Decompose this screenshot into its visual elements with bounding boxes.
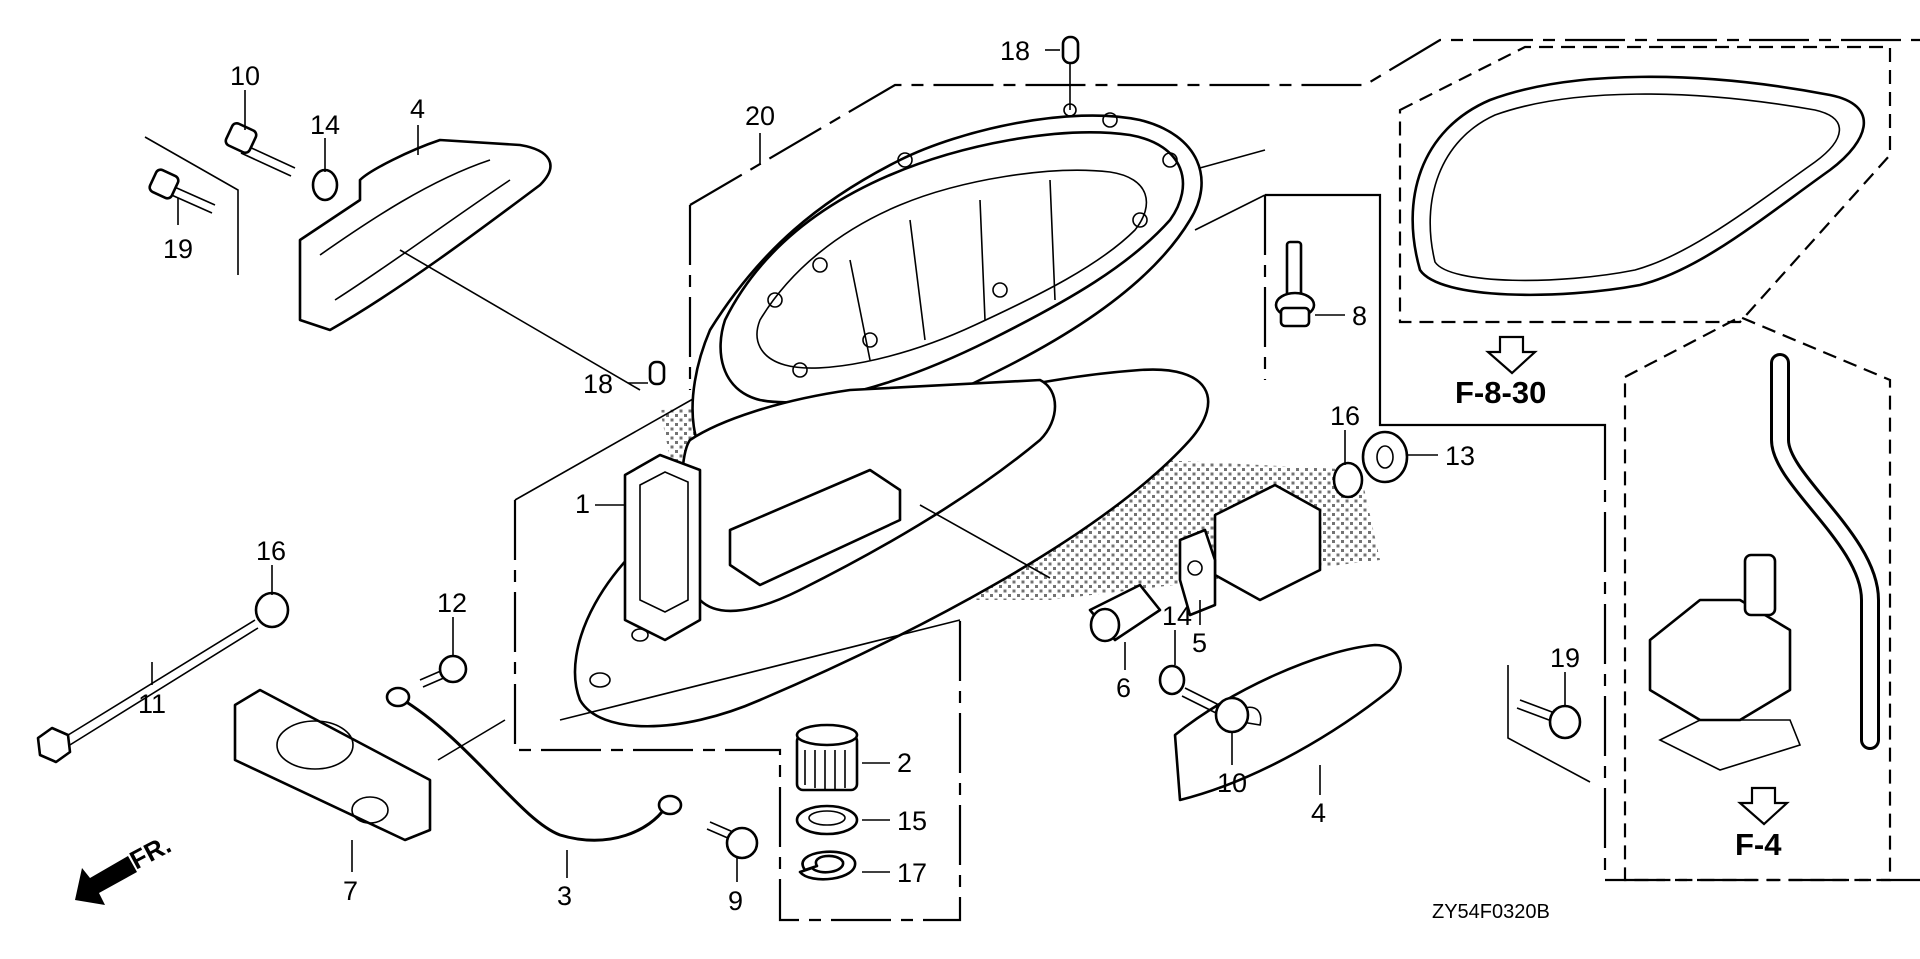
callout-16-left[interactable]: 16 [256, 536, 286, 566]
main-group-outline [689, 38, 1920, 206]
callout-9[interactable]: 9 [728, 886, 743, 916]
bushing-end [1089, 607, 1121, 643]
dowel-18-lower [648, 360, 666, 386]
callout-2[interactable]: 2 [897, 748, 912, 778]
reference-label-f-4[interactable]: F-4 [1735, 827, 1782, 862]
case-right-lines [1194, 194, 1266, 231]
callout-16-right[interactable]: 16 [1330, 401, 1360, 431]
mount-bracket-hole [351, 796, 389, 824]
bolt-11 [36, 619, 259, 764]
needle-bearing [795, 723, 859, 792]
group-boundaries [144, 38, 1920, 922]
rubber-mount-hole [1187, 560, 1203, 576]
side-cover-ribs [319, 159, 511, 301]
side-cover-right [1173, 643, 1402, 802]
washer-14-upper [311, 168, 339, 202]
callout-11[interactable]: 11 [138, 689, 166, 719]
mount-bracket [233, 688, 432, 842]
water-pump-outlet [1743, 553, 1777, 617]
callout-3[interactable]: 3 [557, 881, 572, 911]
callout-4-upper[interactable]: 4 [410, 94, 425, 124]
bolt-10-upper [224, 121, 296, 177]
leader-lines [151, 49, 1566, 882]
reference-label-f-8-30[interactable]: F-8-30 [1455, 375, 1546, 410]
arrow-front-icon [75, 856, 137, 905]
bolt-9 [706, 821, 759, 860]
callouts: 1 2 3 4 4 5 6 7 8 9 10 10 11 12 13 14 14… [138, 36, 1580, 916]
callout-17[interactable]: 17 [897, 858, 927, 888]
callout-8[interactable]: 8 [1352, 301, 1367, 331]
callout-10-upper[interactable]: 10 [230, 61, 260, 91]
oil-seal [795, 804, 859, 836]
bracket-8-outline [1265, 193, 1600, 427]
hardware [36, 35, 1582, 881]
callout-20[interactable]: 20 [745, 101, 775, 131]
dowel-18-upper [1061, 35, 1080, 65]
extension-case [573, 103, 1210, 728]
circlip [798, 850, 857, 881]
cross-member [728, 468, 902, 587]
ground-cable [385, 686, 683, 842]
callout-6[interactable]: 6 [1116, 673, 1131, 703]
side-cover-upper [298, 138, 552, 332]
bushing [1088, 583, 1162, 643]
water-pump-gasket [1658, 719, 1802, 771]
callout-15[interactable]: 15 [897, 806, 927, 836]
bolt-19-upper [148, 168, 216, 214]
callout-1[interactable]: 1 [575, 489, 590, 519]
plate-hole [631, 628, 649, 642]
side-cover-left [298, 138, 552, 332]
callout-19-lower[interactable]: 19 [1550, 643, 1580, 673]
mount-bracket-body [233, 688, 432, 842]
callout-18-lower[interactable]: 18 [583, 369, 613, 399]
bolt-8 [1274, 240, 1316, 328]
mount-bracket-bore [276, 720, 354, 770]
callout-12[interactable]: 12 [437, 588, 467, 618]
nut-13 [1361, 430, 1409, 484]
water-passage-frame [623, 453, 702, 642]
bolt-19b-bracket [1507, 665, 1591, 783]
washer-16-right [1332, 461, 1364, 499]
front-direction-indicator: FR. [75, 829, 176, 905]
callout-19-upper[interactable]: 19 [163, 234, 193, 264]
reference-box-f-4: F-4 [1623, 315, 1892, 882]
callout-14-lower[interactable]: 14 [1162, 601, 1192, 631]
plate-hole [589, 672, 611, 688]
arrow-down-icon [1485, 335, 1538, 375]
side-cover-lower [1173, 643, 1402, 802]
callout-4-lower[interactable]: 4 [1311, 798, 1326, 828]
case-inner-flange [756, 169, 1148, 369]
washer-14-lower [1158, 664, 1186, 696]
water-passage-inner [639, 471, 689, 613]
callout-13[interactable]: 13 [1445, 441, 1475, 471]
washer-16-left [254, 591, 290, 629]
arrow-down-icon [1737, 786, 1790, 826]
water-pump [1648, 598, 1792, 722]
catalog-code: ZY54F0320B [1432, 901, 1550, 923]
callout-14-upper[interactable]: 14 [310, 110, 340, 140]
case-ribs [849, 179, 1056, 361]
bolt-19-bracket [144, 136, 239, 275]
gasket-ring [1411, 75, 1866, 297]
rubber-mount [1178, 483, 1322, 617]
callout-5[interactable]: 5 [1192, 628, 1207, 658]
rubber-mount-plate [1178, 528, 1217, 617]
callout-18-upper[interactable]: 18 [1000, 36, 1030, 66]
callout-10-lower[interactable]: 10 [1217, 768, 1247, 798]
right-group-outline [1600, 423, 1920, 882]
bolt-19-lower [1516, 699, 1582, 740]
reference-box-f-8-30: F-8-30 [1398, 45, 1892, 410]
callout-7[interactable]: 7 [343, 876, 358, 906]
bolt-12 [419, 654, 468, 688]
bearing-group-outline [513, 500, 962, 922]
